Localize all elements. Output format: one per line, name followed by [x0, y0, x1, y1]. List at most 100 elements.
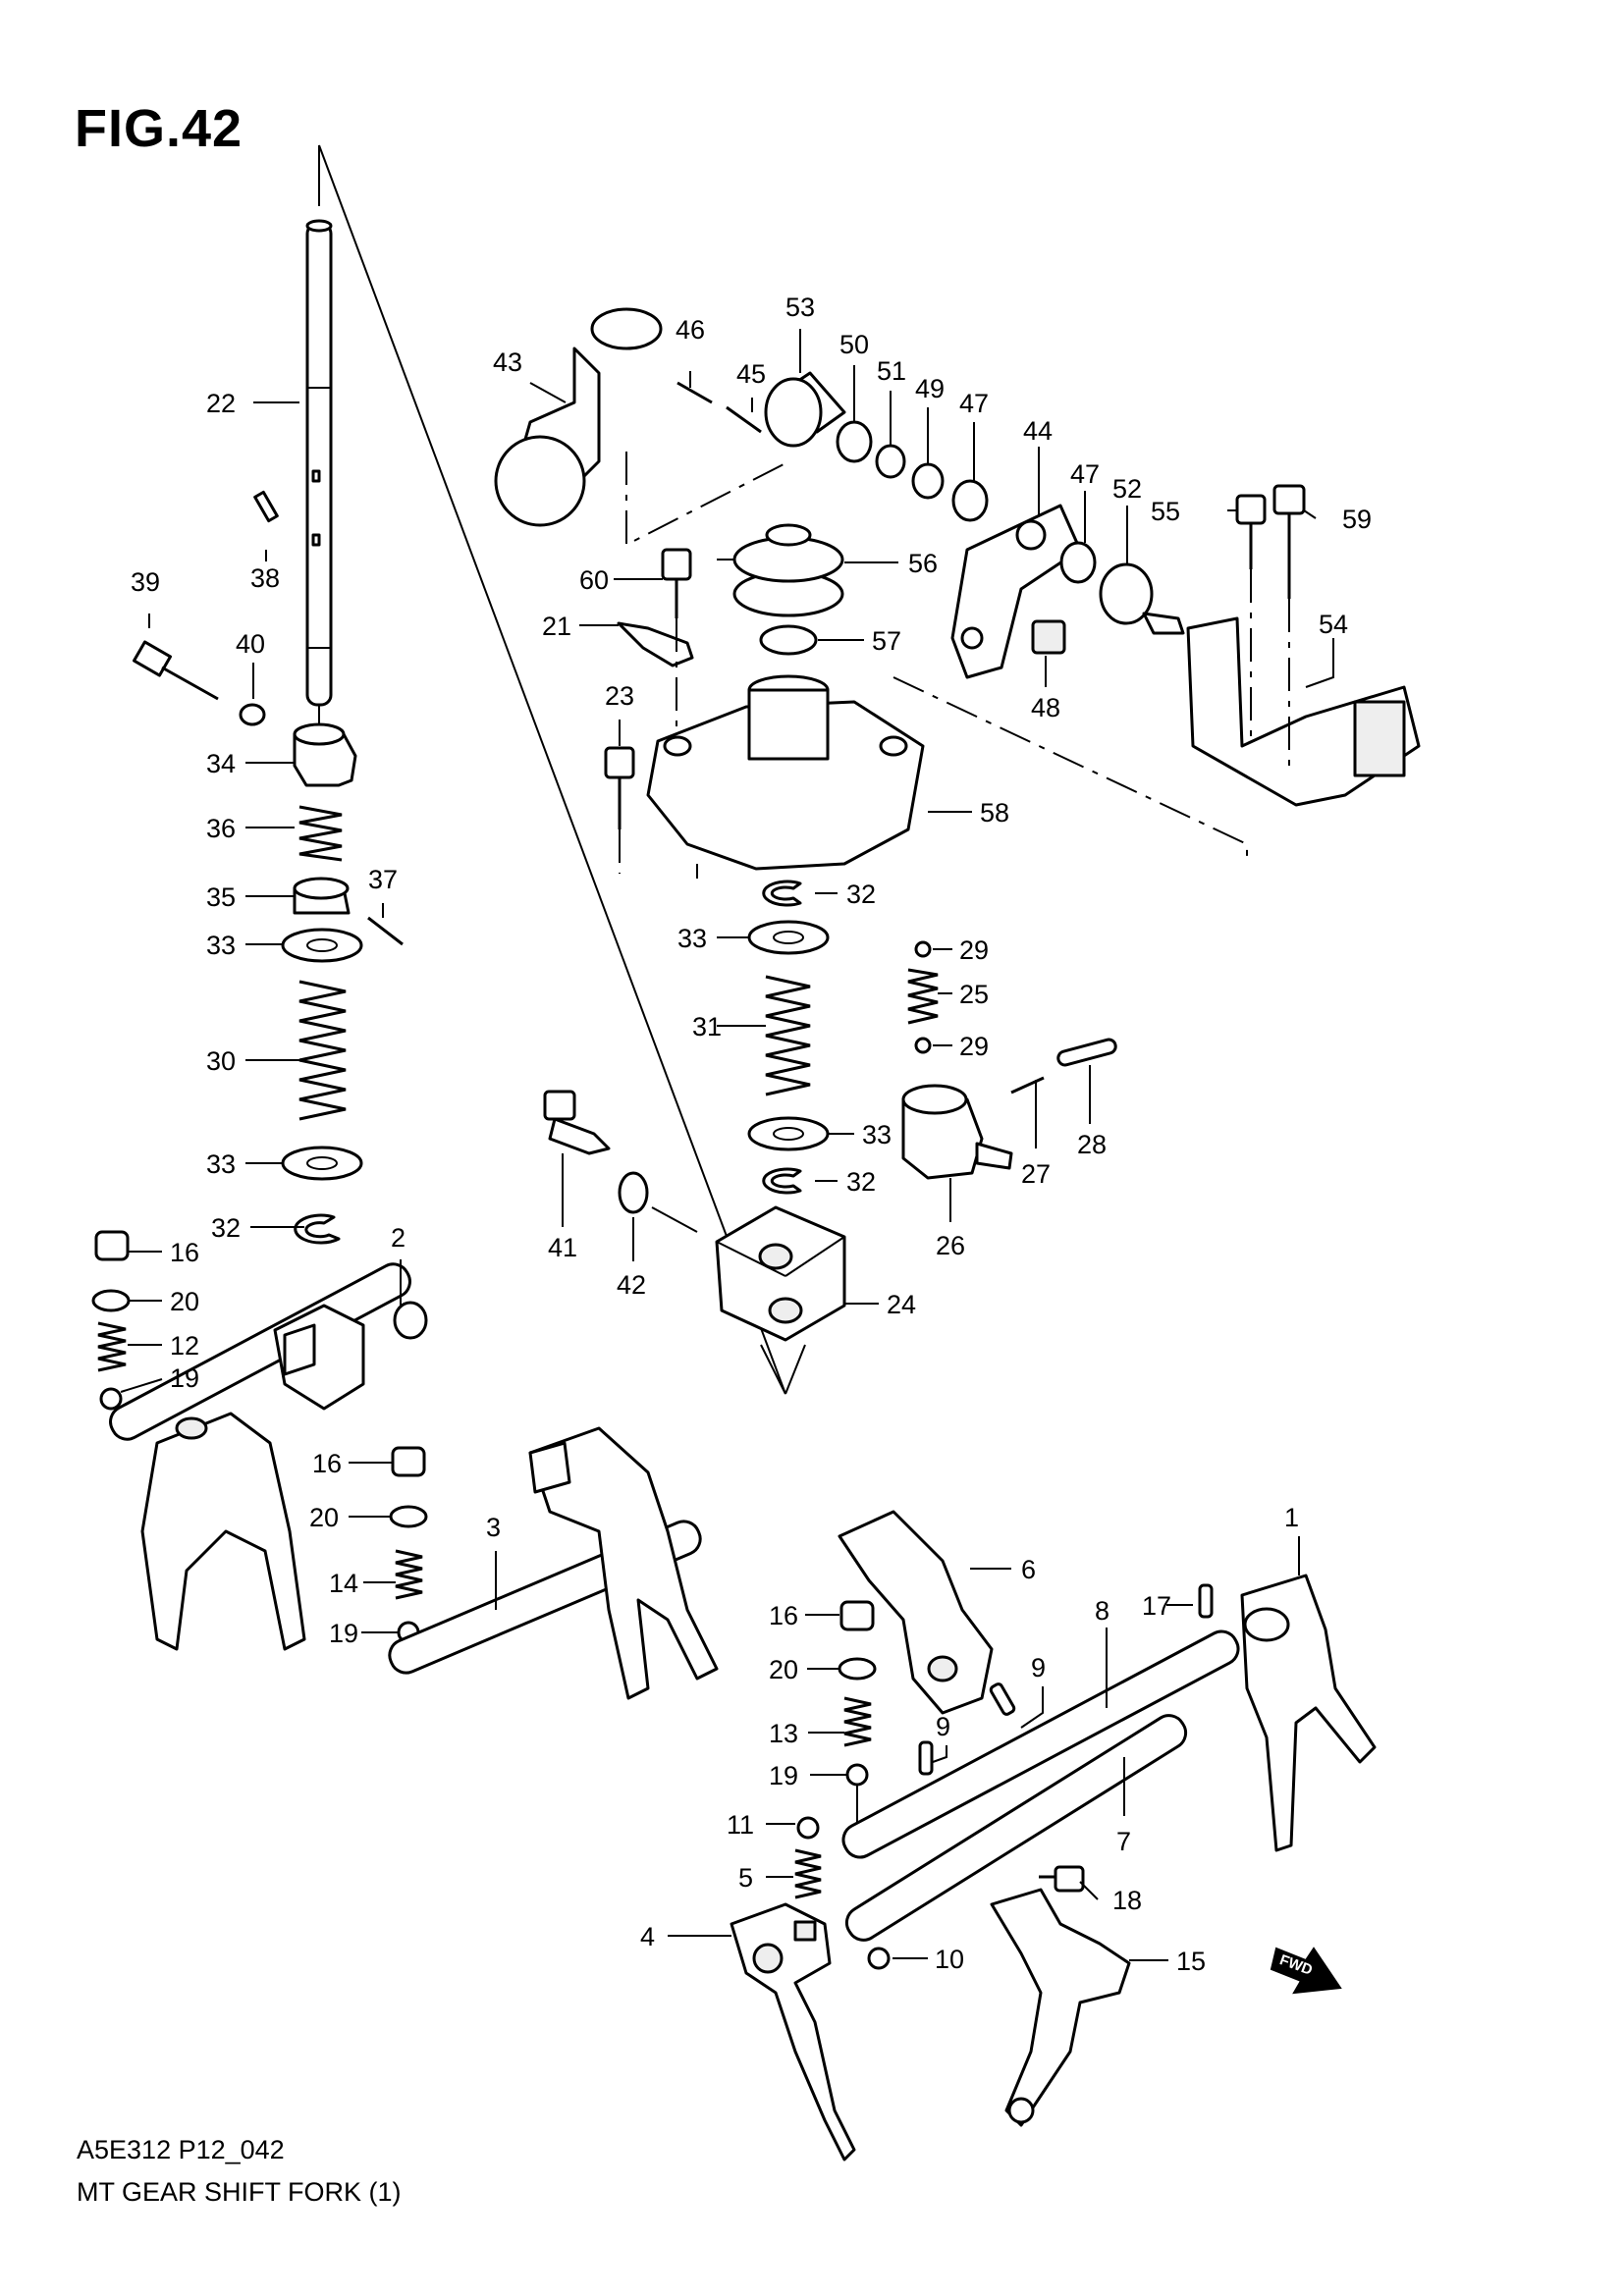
callout-3: 3 — [486, 1513, 501, 1542]
ball-11 — [796, 1816, 820, 1840]
callout-25: 25 — [959, 980, 989, 1009]
callout-30: 30 — [206, 1046, 236, 1076]
pin-27 — [1010, 1076, 1045, 1095]
bolt-59 — [1272, 484, 1306, 599]
cam-56 — [717, 523, 844, 617]
circlip-32-upper — [762, 880, 802, 907]
pin-46 — [676, 381, 713, 404]
callout-33-c: 33 — [677, 924, 707, 953]
cam-35 — [293, 877, 351, 915]
assembly-line-43 — [625, 452, 786, 547]
callout-2: 2 — [391, 1223, 406, 1253]
assembly-line-58 — [893, 676, 1248, 864]
bolt-16-center — [391, 1446, 426, 1477]
callout-45: 45 — [736, 359, 766, 389]
callout-55: 55 — [1151, 497, 1180, 526]
callout-27: 27 — [1021, 1159, 1051, 1189]
lever-15 — [990, 1888, 1131, 2127]
callout-35: 35 — [206, 882, 236, 912]
circlip-32-lower — [762, 1167, 802, 1195]
lever-4 — [730, 1902, 856, 2162]
washer-20-right — [838, 1657, 877, 1681]
callout-50: 50 — [839, 330, 869, 359]
callout-1: 1 — [1284, 1503, 1299, 1532]
pin-45 — [726, 405, 762, 434]
callout-26: 26 — [936, 1231, 965, 1260]
callout-52: 52 — [1112, 474, 1142, 504]
spring-12 — [97, 1321, 127, 1372]
callout-47-b: 47 — [1070, 459, 1100, 489]
callout-33-a: 33 — [206, 931, 236, 960]
callout-4: 4 — [640, 1922, 655, 1951]
callout-18: 18 — [1112, 1886, 1142, 1915]
bracket-54 — [1186, 616, 1421, 807]
washer-49 — [911, 462, 945, 500]
callout-9-a: 9 — [1031, 1653, 1046, 1682]
bolt-16-left — [94, 1230, 130, 1261]
callout-16-b: 16 — [312, 1449, 342, 1478]
callout-47-a: 47 — [959, 389, 989, 418]
shaft-8 — [841, 1629, 1240, 1859]
pin-28 — [1056, 1038, 1117, 1067]
bolt-18 — [1039, 1865, 1085, 1893]
callout-43: 43 — [493, 347, 522, 377]
assembly-line-24 — [760, 1344, 806, 1395]
bushing-53 — [764, 371, 846, 448]
callout-48: 48 — [1031, 693, 1060, 722]
washer-33-center-upper — [747, 920, 830, 955]
washer-40 — [239, 703, 266, 726]
callout-19-a: 19 — [170, 1363, 199, 1393]
figure-title: FIG.42 — [75, 99, 243, 158]
leader-lines — [120, 329, 1334, 1961]
washer-20-left — [91, 1289, 131, 1312]
callout-51: 51 — [877, 356, 906, 386]
ball-29-upper — [914, 940, 932, 958]
bolt-60 — [661, 548, 692, 618]
callout-56: 56 — [908, 549, 938, 578]
washer-33-upper — [281, 928, 363, 963]
callout-13: 13 — [769, 1719, 798, 1748]
callout-8: 8 — [1095, 1596, 1109, 1626]
nut-50 — [836, 420, 873, 463]
callout-20-a: 20 — [170, 1287, 199, 1316]
callout-60: 60 — [579, 565, 609, 595]
spring-5 — [794, 1848, 822, 1899]
callout-19-c: 19 — [769, 1761, 798, 1790]
callout-33-d: 33 — [862, 1120, 892, 1149]
bolt-23 — [604, 746, 635, 829]
washer-33-lower — [281, 1146, 363, 1181]
callout-41: 41 — [548, 1233, 577, 1262]
spring-31 — [765, 975, 811, 1096]
shaft-7 — [844, 1714, 1188, 1942]
pin-9-lower — [918, 1740, 934, 1776]
fork-2 — [273, 1304, 365, 1411]
shifter-26 — [901, 1084, 1013, 1180]
lever-24 — [715, 1205, 846, 1342]
pin-9-upper — [989, 1682, 1016, 1716]
shift-rod-22 — [305, 145, 333, 746]
fork-left-2 — [140, 1412, 306, 1651]
lever-44 — [950, 504, 1082, 679]
callout-31: 31 — [692, 1012, 722, 1041]
callout-33-b: 33 — [206, 1149, 236, 1179]
callout-34: 34 — [206, 749, 236, 778]
callout-22: 22 — [206, 389, 236, 418]
bolt-41 — [543, 1090, 611, 1155]
lever-43 — [494, 307, 663, 527]
bolt-16-right — [839, 1600, 875, 1631]
ball-19-right — [845, 1763, 869, 1787]
callout-37: 37 — [368, 865, 398, 894]
callout-29-a: 29 — [959, 935, 989, 965]
fwd-arrow-icon: FWD — [1270, 1947, 1342, 1995]
callout-20-c: 20 — [769, 1655, 798, 1684]
ring-47-right — [1059, 541, 1097, 584]
callout-59: 59 — [1342, 505, 1372, 534]
callout-46: 46 — [676, 315, 705, 345]
washer-51 — [875, 444, 906, 479]
callout-5: 5 — [738, 1863, 753, 1893]
spring-13 — [843, 1696, 872, 1747]
fork-3 — [528, 1426, 719, 1700]
callout-14: 14 — [329, 1569, 358, 1598]
callout-24: 24 — [887, 1290, 916, 1319]
